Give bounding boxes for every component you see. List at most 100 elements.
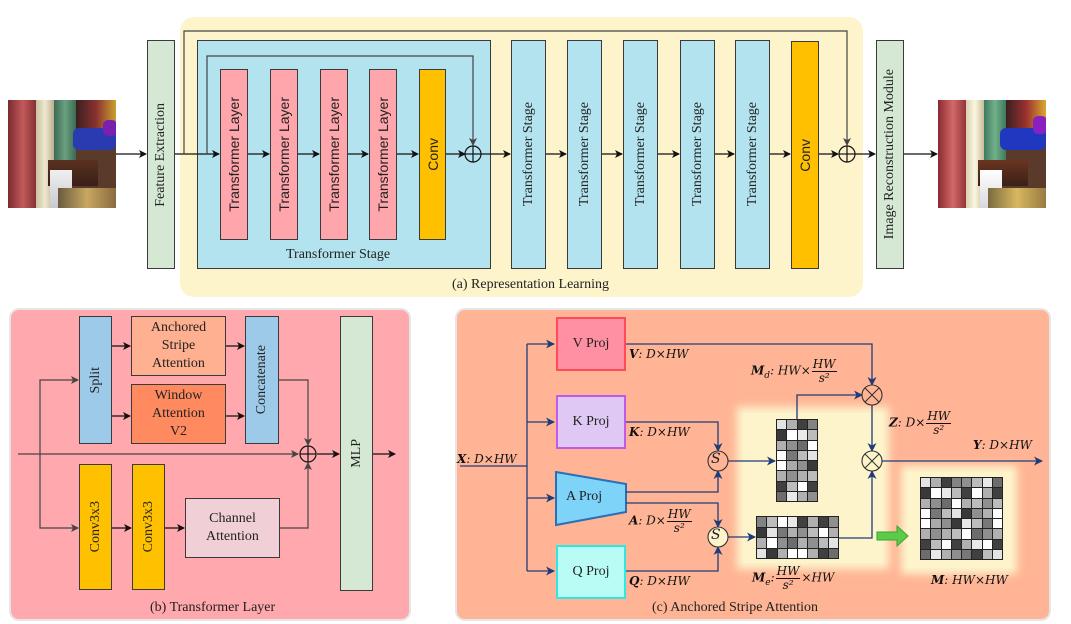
transformer-stage-3: Transformer Stage bbox=[623, 40, 658, 269]
transformer-layer-2: Transformer Layer bbox=[270, 69, 298, 240]
matrix-me bbox=[756, 516, 839, 559]
matrix-md-cell bbox=[787, 430, 797, 440]
matrix-me-cell bbox=[787, 517, 797, 527]
mlp-block: MLP bbox=[340, 316, 373, 591]
matrix-md bbox=[776, 419, 818, 502]
matrix-me-cell bbox=[767, 548, 777, 558]
panel-a-connectors bbox=[116, 30, 938, 163]
k-proj-block: K Proj bbox=[556, 395, 626, 449]
concatenate-block: Concatenate bbox=[245, 316, 279, 444]
matrix-md-cell bbox=[797, 440, 807, 450]
matrix-m-cell bbox=[921, 508, 931, 518]
matrix-me-cell bbox=[757, 538, 767, 548]
matrix-md-cell bbox=[787, 461, 797, 471]
matrix-m-cell bbox=[941, 498, 951, 508]
matrix-m-cell bbox=[941, 508, 951, 518]
matrix-md-cell bbox=[787, 420, 797, 430]
matrix-m-cell bbox=[941, 488, 951, 498]
matrix-m-cell bbox=[962, 539, 972, 549]
conv3x3-block-2: Conv3x3 bbox=[132, 464, 165, 590]
matrix-m-cell bbox=[931, 539, 941, 549]
matrix-m-cell bbox=[921, 478, 931, 488]
x-dim-label: X: D×HW bbox=[457, 452, 517, 466]
matrix-md-cell bbox=[797, 491, 807, 501]
matrix-md-cell bbox=[777, 471, 787, 481]
matrix-md-cell bbox=[787, 450, 797, 460]
matrix-md-cell bbox=[787, 491, 797, 501]
matrix-md-cell bbox=[777, 461, 787, 471]
matrix-me-cell bbox=[828, 527, 838, 537]
matrix-m-cell bbox=[921, 529, 931, 539]
matrix-me-cell bbox=[777, 548, 787, 558]
matrix-m-cell bbox=[921, 549, 931, 559]
matrix-m-cell bbox=[931, 549, 941, 559]
matrix-md-cell bbox=[777, 430, 787, 440]
matrix-md-cell bbox=[787, 471, 797, 481]
matrix-me-cell bbox=[828, 538, 838, 548]
matrix-m-cell bbox=[992, 508, 1002, 518]
matrix-m-cell bbox=[951, 539, 961, 549]
matrix-m-cell bbox=[982, 539, 992, 549]
matrix-me-cell bbox=[808, 548, 818, 558]
k-dim-label: K: D×HW bbox=[629, 425, 690, 439]
panel-b-caption: (b) Transformer Layer bbox=[150, 600, 276, 615]
matrix-m-cell bbox=[982, 549, 992, 559]
matrix-m-cell bbox=[992, 519, 1002, 529]
feature-extraction-block: Feature Extraction bbox=[147, 40, 175, 269]
matrix-md-cell bbox=[777, 450, 787, 460]
matrix-m-cell bbox=[931, 519, 941, 529]
matrix-m-cell bbox=[972, 488, 982, 498]
matrix-me-cell bbox=[798, 538, 808, 548]
matrix-md-cell bbox=[777, 440, 787, 450]
softmax-circle-k bbox=[707, 450, 729, 472]
matrix-m-cell bbox=[951, 519, 961, 529]
matrix-m-cell bbox=[962, 508, 972, 518]
matrix-me-cell bbox=[818, 527, 828, 537]
conv3x3-block-1: Conv3x3 bbox=[79, 464, 112, 590]
matrix-m-cell bbox=[962, 478, 972, 488]
matrix-m-cell bbox=[921, 539, 931, 549]
green-expand-arrow bbox=[876, 524, 909, 548]
matrix-me-cell bbox=[808, 527, 818, 537]
v-proj-block: V Proj bbox=[556, 317, 626, 371]
matrix-m-cell bbox=[962, 498, 972, 508]
matrix-m-cell bbox=[931, 529, 941, 539]
matrix-md-cell bbox=[807, 440, 817, 450]
matrix-md-cell bbox=[807, 450, 817, 460]
matrix-m-cell bbox=[951, 549, 961, 559]
matrix-m-cell bbox=[972, 498, 982, 508]
matrix-m-cell bbox=[941, 539, 951, 549]
matrix-m-cell bbox=[951, 498, 961, 508]
matrix-me-cell bbox=[808, 538, 818, 548]
matrix-m-cell bbox=[992, 478, 1002, 488]
matrix-me-cell bbox=[777, 538, 787, 548]
transformer-layer-4: Transformer Layer bbox=[369, 69, 397, 240]
matrix-me-cell bbox=[777, 527, 787, 537]
transformer-stage-1: Transformer Stage bbox=[511, 40, 546, 269]
matrix-md-cell bbox=[807, 471, 817, 481]
matrix-m-cell bbox=[992, 529, 1002, 539]
matrix-m-cell bbox=[941, 519, 951, 529]
matrix-me-cell bbox=[798, 527, 808, 537]
matrix-m-cell bbox=[941, 529, 951, 539]
matrix-md-cell bbox=[797, 420, 807, 430]
transformer-stage-4: Transformer Stage bbox=[680, 40, 715, 269]
inner-conv-block: Conv bbox=[419, 69, 446, 240]
matrix-m-cell bbox=[931, 498, 941, 508]
matrix-md-cell bbox=[807, 420, 817, 430]
matrix-me-cell bbox=[767, 538, 777, 548]
matrix-me-cell bbox=[787, 548, 797, 558]
matrix-m bbox=[920, 477, 1003, 560]
matrix-m-cell bbox=[992, 549, 1002, 559]
q-dim-label: Q: D×HW bbox=[629, 574, 690, 588]
matrix-me-cell bbox=[818, 538, 828, 548]
matrix-me-cell bbox=[798, 548, 808, 558]
outer-skip-connection bbox=[183, 30, 851, 154]
matrix-m-cell bbox=[982, 478, 992, 488]
transformer-stage-5: Transformer Stage bbox=[735, 40, 770, 269]
matrix-m-cell bbox=[931, 478, 941, 488]
